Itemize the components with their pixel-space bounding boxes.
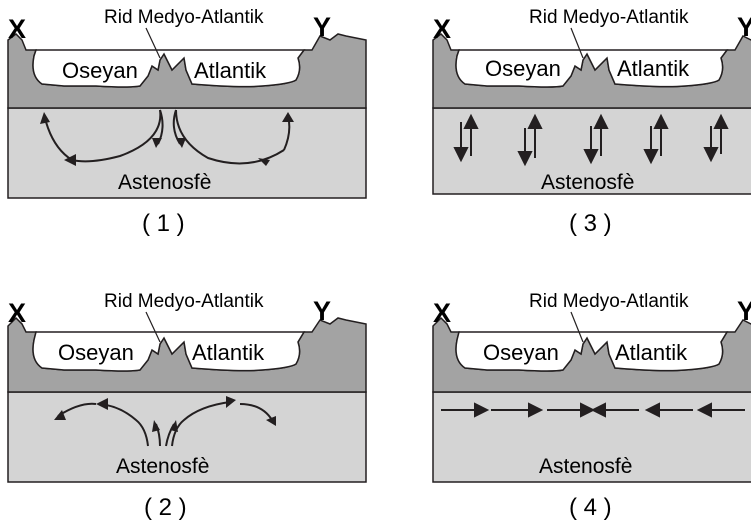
panel-number: ( 1 ) — [142, 210, 185, 237]
end-label-x: X — [8, 14, 27, 44]
cross-section-1 — [7, 27, 367, 199]
cross-section-3 — [432, 27, 751, 195]
mantle-label: Astenosfè — [541, 171, 635, 194]
arrowheads — [40, 112, 294, 166]
end-label-x: X — [8, 298, 27, 328]
crust-and-mantle — [7, 33, 367, 199]
ocean-label-right: Atlantik — [192, 340, 265, 365]
ocean-label-left: Oseyan — [62, 58, 138, 83]
cross-section-2 — [7, 311, 367, 483]
diagram-panel-1: X Y Rid Medyo-Atlantik Oseyan Atlantik A… — [0, 0, 370, 260]
ridge-label: Rid Medyo-Atlantik — [529, 7, 689, 28]
mantle-label: Astenosfè — [539, 455, 633, 478]
ocean-label-right: Atlantik — [194, 58, 267, 83]
ocean-label-left: Oseyan — [58, 340, 134, 365]
ridge-pointer-line — [570, 311, 584, 343]
diverging-arrows — [57, 401, 273, 447]
end-label-y: Y — [737, 12, 751, 42]
end-label-y: Y — [737, 296, 751, 326]
ocean-label-right: Atlantik — [615, 340, 688, 365]
ridge-label: Rid Medyo-Atlantik — [529, 291, 689, 312]
end-label-y: Y — [313, 296, 332, 326]
crust-and-mantle — [432, 316, 751, 483]
convection-arrows — [43, 109, 291, 165]
ocean-label-left: Oseyan — [485, 56, 561, 81]
diagram-panel-3: X Y Rid Medyo-Atlantik Oseyan Atlantik A… — [427, 0, 751, 260]
panel-number: ( 2 ) — [144, 494, 187, 521]
mantle-label: Astenosfè — [116, 455, 210, 478]
end-label-y: Y — [313, 12, 332, 42]
panel-number: ( 4 ) — [569, 494, 612, 521]
ridge-label: Rid Medyo-Atlantik — [104, 7, 264, 28]
crust-and-mantle — [7, 316, 367, 483]
end-label-x: X — [433, 14, 452, 44]
vertical-arrow-pairs — [453, 113, 729, 167]
arrowheads — [54, 396, 276, 432]
ridge-pointer-line — [145, 27, 161, 59]
diagram-panel-4: X Y Rid Medyo-Atlantik Oseyan Atlantik A… — [427, 270, 751, 530]
ridge-pointer-line — [570, 27, 584, 59]
end-label-x: X — [433, 298, 452, 328]
horizontal-arrows — [441, 402, 745, 418]
ridge-pointer-line — [145, 311, 161, 343]
ridge-label: Rid Medyo-Atlantik — [104, 291, 264, 312]
cross-section-4 — [432, 311, 751, 483]
diagram-panel-2: X Y Rid Medyo-Atlantik Oseyan Atlantik A… — [0, 270, 370, 530]
crust-and-mantle — [432, 33, 751, 195]
ocean-label-left: Oseyan — [483, 340, 559, 365]
ocean-label-right: Atlantik — [617, 56, 690, 81]
mantle-label: Astenosfè — [118, 171, 212, 194]
panel-number: ( 3 ) — [569, 210, 612, 237]
